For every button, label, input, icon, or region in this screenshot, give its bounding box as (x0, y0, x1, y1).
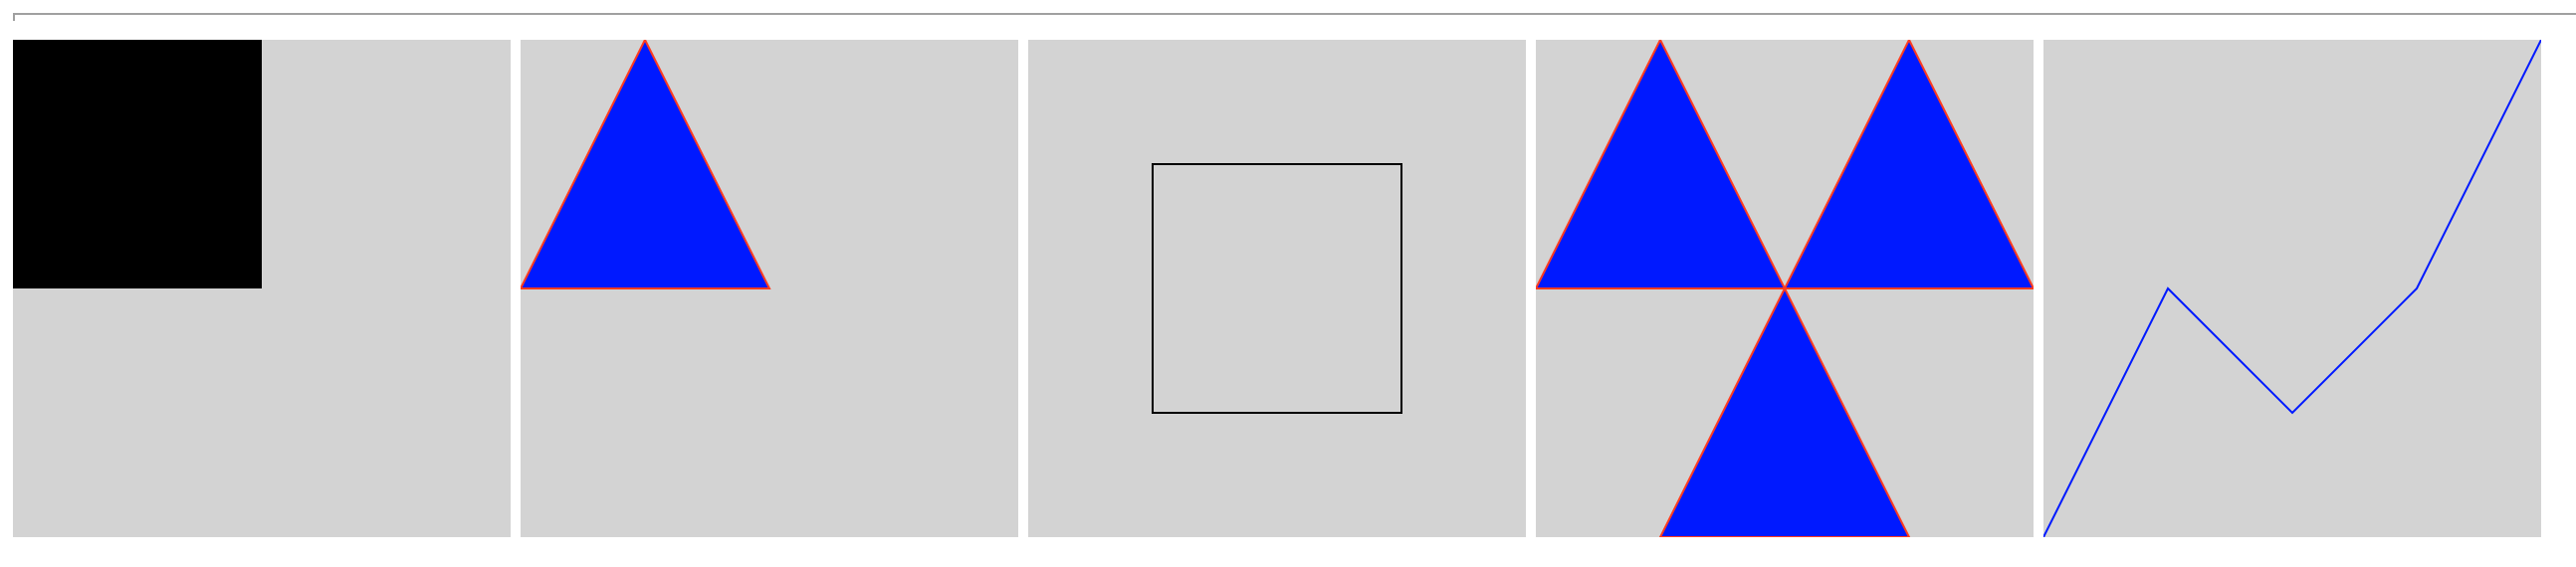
blue-triangle-left (1536, 40, 1787, 289)
blue-triangle (521, 40, 771, 289)
panel-background (1028, 40, 1526, 537)
black-square (13, 40, 262, 288)
panel-3-canvas (1028, 40, 1526, 537)
top-rule (13, 13, 2576, 15)
panel-zigzag-line (2043, 40, 2541, 537)
panel-4-canvas (1536, 40, 2034, 537)
panel-1-canvas (13, 40, 511, 537)
panel-5-canvas (2043, 40, 2541, 537)
panel-background (2043, 40, 2541, 537)
outlined-square (1152, 163, 1402, 414)
panel-three-triangles (1536, 40, 2034, 537)
panel-2-canvas (521, 40, 1018, 537)
panel-outlined-square (1028, 40, 1526, 537)
blue-triangle-bottom (1658, 285, 1911, 537)
blue-triangle-right (1783, 40, 2034, 289)
blue-zigzag-line (2043, 40, 2541, 537)
panel-filled-square (13, 40, 511, 537)
panel-filled-triangle (521, 40, 1018, 537)
top-rule-tick (13, 13, 15, 21)
